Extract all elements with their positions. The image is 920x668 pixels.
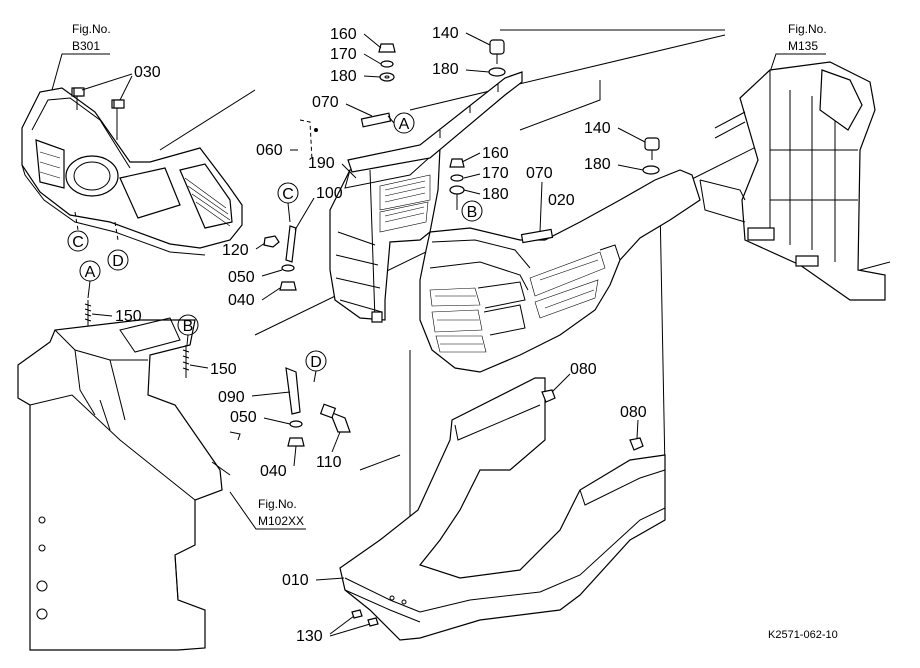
label-090: 090 [218,389,245,406]
callout-d-left-text: D [112,253,124,270]
grille-panel-060 [329,147,441,323]
label-150-lower: 150 [210,361,237,378]
hardware-washers-050-040-lower [287,420,305,447]
hardware-nut-080a [541,389,556,403]
radiator-bracket-left [17,317,231,651]
label-060: 060 [256,142,283,159]
hardware-bolts-030 [73,87,125,109]
fig-ref-m102xx: Fig.No. M102XX [229,491,306,530]
callout-a-left: A [79,260,101,299]
label-160-upper: 160 [330,26,357,43]
hardware-washer-stack-mid [449,158,465,210]
label-080-upper: 080 [570,361,597,378]
label-110: 110 [316,454,342,471]
callout-a-upper: A [387,112,415,134]
callout-a-upper-text: A [399,116,410,133]
fig-ref-m102xx-line2: M102XX [258,514,304,528]
spring-150-upper [84,300,92,326]
label-020: 020 [548,192,575,209]
callout-b-upper: B [461,200,483,222]
hardware-stay-090 [285,367,301,415]
hardware-knob-140-lower [642,137,660,175]
callout-c-left: C [67,230,89,252]
hardware-washers-050-040-upper [279,264,297,291]
fig-ref-b301: Fig.No. B301 [51,22,111,91]
bracket-060-dashed [299,119,318,161]
label-040-lower: 040 [260,463,287,480]
side-panel-010 [339,377,666,641]
callout-a-left-text: A [85,264,96,281]
label-040-upper: 040 [228,292,255,309]
label-080-lower: 080 [620,404,647,421]
label-160-mid: 160 [482,145,509,162]
callout-d-lower-text: D [310,354,322,371]
label-140-lower: 140 [584,120,611,137]
label-140-upper: 140 [432,25,459,42]
fig-ref-b301-line2: B301 [72,39,100,53]
label-010: 010 [282,572,309,589]
hardware-knob-140-upper [488,39,506,77]
label-180-upper: 180 [330,68,357,85]
hardware-nut-080b [629,437,644,451]
spring-150-lower [182,345,190,378]
label-180-upper-right: 180 [432,61,459,78]
label-180-lower: 180 [584,156,611,173]
callout-c-left-text: C [72,234,84,251]
label-130: 130 [296,628,323,645]
fig-ref-m102xx-line1: Fig.No. [258,497,297,511]
hood-front-020 [419,169,701,373]
label-070-upper: 070 [312,94,339,111]
label-030: 030 [134,64,161,81]
label-190: 190 [308,155,335,172]
label-150-upper: 150 [115,308,142,325]
callout-b-left-text: B [183,318,194,335]
label-170-mid: 170 [482,165,509,182]
fig-ref-b301-line1: Fig.No. [72,22,111,36]
label-070-mid: 070 [526,165,553,182]
label-050-lower: 050 [230,409,257,426]
front-grille-assembly [21,87,243,256]
callout-c-upper-text: C [282,186,294,203]
callout-b-upper-text: B [467,204,478,221]
label-100: 100 [316,185,343,202]
callout-d-lower: D [305,350,327,383]
top-rail-bracket [347,71,523,173]
hardware-clip-small [229,431,241,441]
callout-c-upper: C [277,182,299,223]
callout-b-left: B [177,314,199,346]
fig-ref-m135: Fig.No. M135 [769,22,827,73]
hardware-stay-100 [285,225,297,263]
hardware-washer-stack-upper [378,43,396,82]
label-120: 120 [222,242,249,259]
chassis-frame-right [699,61,891,301]
hardware-nut-120 [263,235,280,248]
label-050-upper: 050 [228,269,255,286]
fig-ref-m135-line2: M135 [788,39,818,53]
part-labels: 030 160 170 180 140 180 070 060 190 100 … [81,25,647,645]
label-180-mid: 180 [482,186,509,203]
fig-ref-m135-line1: Fig.No. [788,22,827,36]
label-170-upper: 170 [330,46,357,63]
callout-d-left: D [107,249,129,271]
hardware-bolt-110 [319,403,351,433]
drawing-code: K2571-062-10 [768,629,838,641]
